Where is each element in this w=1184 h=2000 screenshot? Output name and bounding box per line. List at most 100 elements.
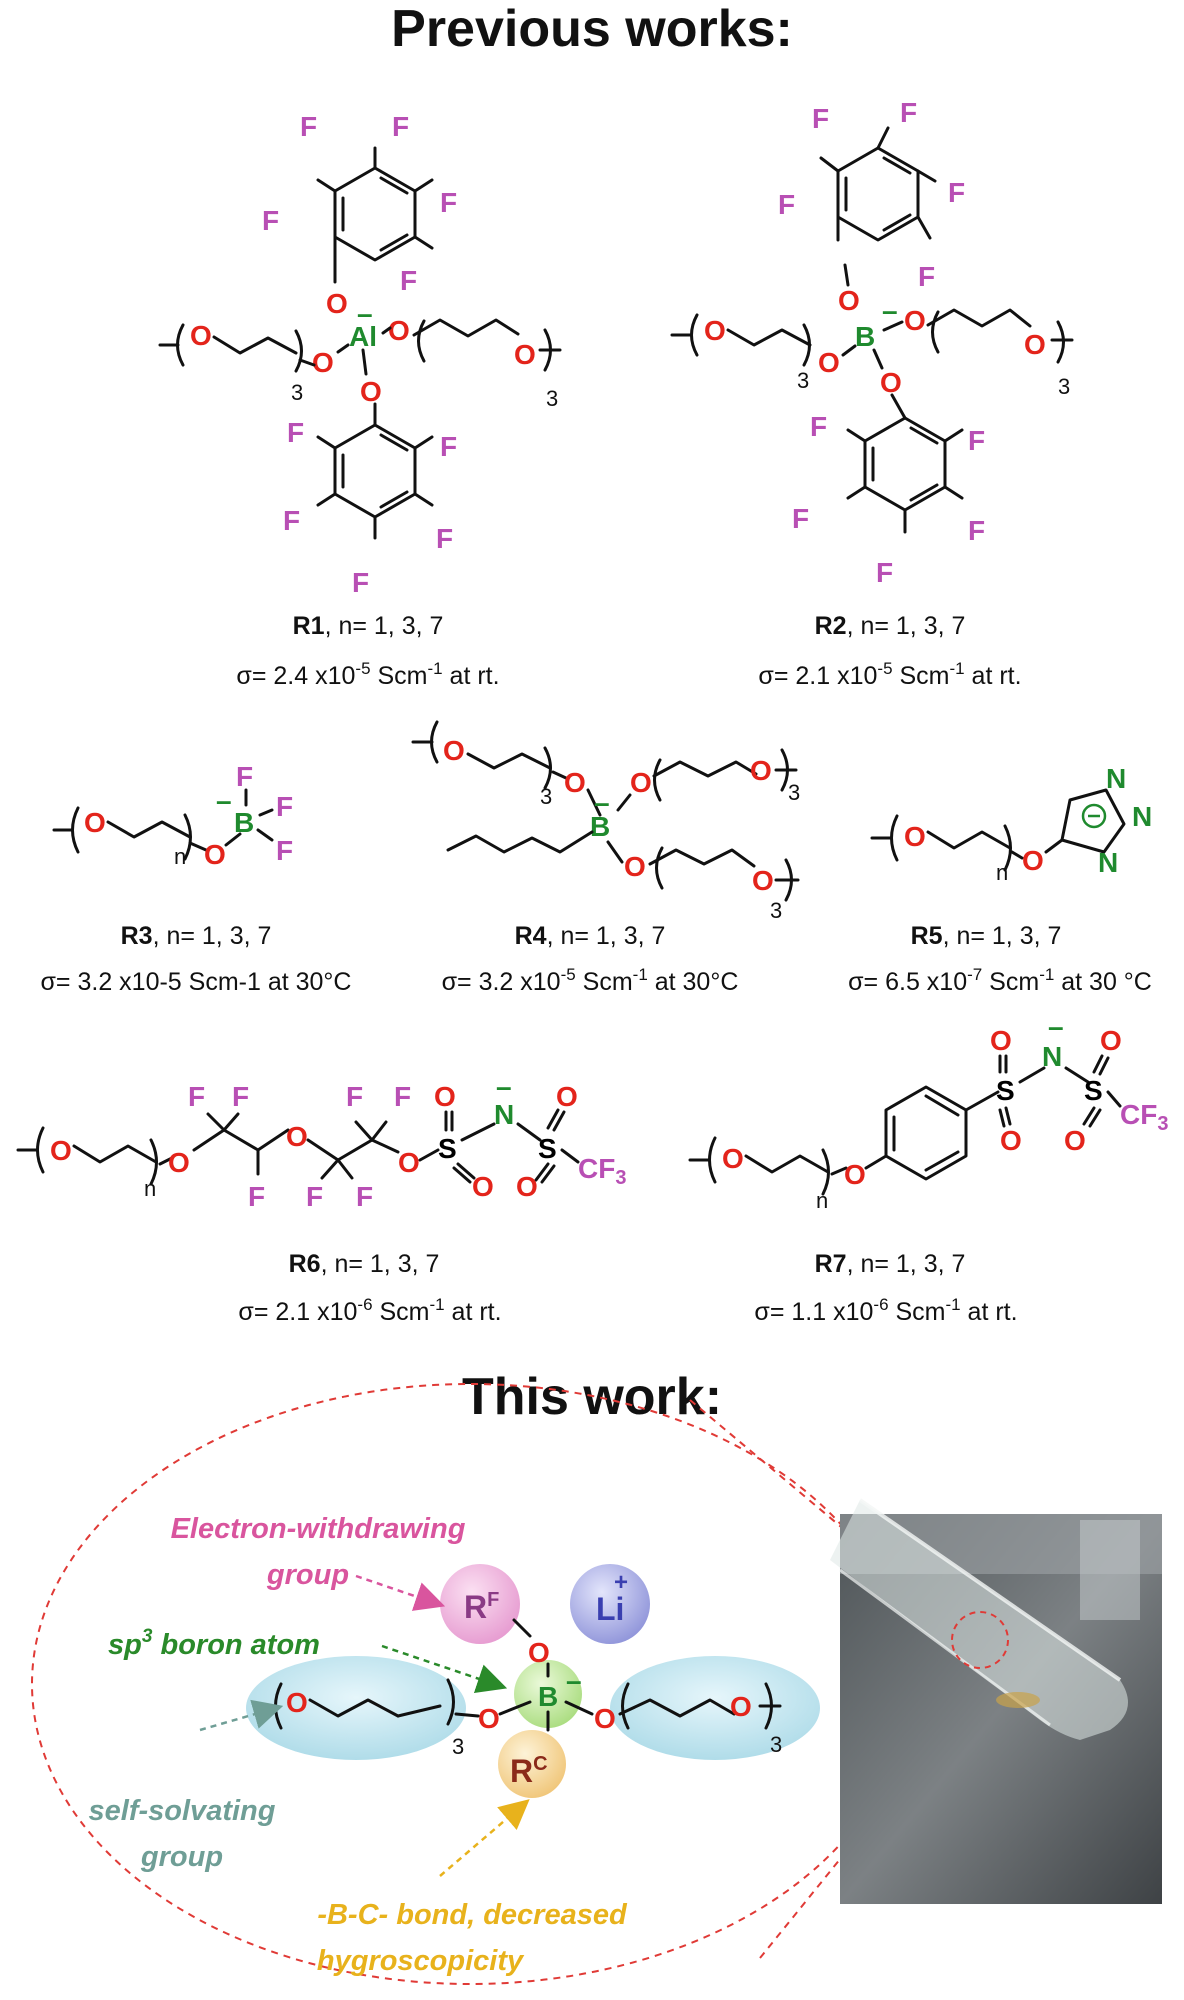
ewg-ball bbox=[440, 1564, 520, 1644]
charge-minus: – bbox=[594, 787, 610, 818]
carbon-ball bbox=[498, 1730, 566, 1798]
subscript-3: 3 bbox=[770, 898, 782, 923]
atom-n: N bbox=[1042, 1041, 1062, 1072]
atom-f: F bbox=[400, 265, 417, 296]
atom-f: F bbox=[968, 425, 985, 456]
atom-f: F bbox=[900, 97, 917, 128]
charge-minus: – bbox=[496, 1071, 512, 1102]
conductivity-r6: σ= 2.1 x10-6 Scm-1 at rt. bbox=[238, 1295, 501, 1326]
annotation-solvating-line2: group bbox=[140, 1841, 223, 1873]
atom-o: O bbox=[360, 376, 382, 407]
atom-o: O bbox=[880, 367, 902, 398]
charge-minus: – bbox=[566, 1665, 582, 1696]
atom-o: O bbox=[722, 1143, 744, 1174]
subscript-3: 3 bbox=[546, 386, 558, 411]
subscript-3: 3 bbox=[1058, 374, 1070, 399]
atom-o: O bbox=[388, 315, 410, 346]
atom-n: N bbox=[1098, 847, 1118, 878]
atom-o: O bbox=[204, 839, 226, 870]
structure-r5: O n O N N N bbox=[870, 763, 1152, 885]
caption-r2: R2, n= 1, 3, 7 bbox=[815, 612, 966, 640]
cf3-group: CF3 bbox=[1120, 1099, 1168, 1135]
atom-o: O bbox=[630, 767, 652, 798]
atom-s: S bbox=[1084, 1075, 1103, 1106]
atom-o: O bbox=[190, 320, 212, 351]
atom-b: B bbox=[538, 1681, 558, 1712]
atom-f: F bbox=[440, 431, 457, 462]
atom-f: F bbox=[876, 557, 893, 588]
atom-o: O bbox=[594, 1703, 616, 1734]
atom-f: F bbox=[276, 835, 293, 866]
atom-o: O bbox=[50, 1135, 72, 1166]
atom-o: O bbox=[844, 1159, 866, 1190]
conductivity-r3: σ= 3.2 x10-5 Scm-1 at 30°C bbox=[41, 968, 352, 996]
atom-o: O bbox=[84, 807, 106, 838]
atom-o: O bbox=[528, 1637, 550, 1668]
atom-o: O bbox=[1064, 1125, 1086, 1156]
subscript-n: n bbox=[144, 1176, 156, 1201]
atom-f: F bbox=[188, 1081, 205, 1112]
structure-r1: F F F F F O Al – O O O O 3 O 3 bbox=[158, 111, 562, 598]
conductivity-r7: σ= 1.1 x10-6 Scm-1 at rt. bbox=[754, 1295, 1017, 1326]
atom-f: F bbox=[440, 187, 457, 218]
subscript-3: 3 bbox=[770, 1732, 782, 1757]
atom-b: B bbox=[234, 807, 254, 838]
heading-this-work: This work: bbox=[462, 1368, 722, 1426]
zoom-circle bbox=[951, 1611, 1009, 1669]
caption-r6: R6, n= 1, 3, 7 bbox=[289, 1250, 440, 1278]
atom-n: N bbox=[1132, 801, 1152, 832]
atom-f: F bbox=[346, 1081, 363, 1112]
atom-b: B bbox=[590, 811, 610, 842]
cf3-group: CF3 bbox=[578, 1153, 626, 1189]
charge-minus: – bbox=[1048, 1011, 1064, 1042]
atom-o: O bbox=[904, 305, 926, 336]
caption-r1: R1, n= 1, 3, 7 bbox=[293, 612, 444, 640]
atom-f: F bbox=[392, 111, 409, 142]
caption-r7: R7, n= 1, 3, 7 bbox=[815, 1250, 966, 1278]
atom-o: O bbox=[556, 1081, 578, 1112]
atom-f: F bbox=[283, 505, 300, 536]
caption-r4: R4, n= 1, 3, 7 bbox=[515, 922, 666, 950]
atom-n: N bbox=[1106, 763, 1126, 794]
atom-o: O bbox=[990, 1025, 1012, 1056]
atom-f: F bbox=[810, 411, 827, 442]
subscript-3: 3 bbox=[291, 380, 303, 405]
solvating-ellipse-right bbox=[610, 1656, 820, 1760]
structure-r2: F F F F F O B – O O O O 3 O 3 F F bbox=[670, 97, 1074, 588]
subscript-3: 3 bbox=[797, 368, 809, 393]
atom-f: F bbox=[300, 111, 317, 142]
charge-minus: – bbox=[216, 785, 232, 816]
structure-r7: O n O S O O N – S O O CF3 bbox=[688, 1011, 1168, 1213]
conductivity-r2: σ= 2.1 x10-5 Scm-1 at rt. bbox=[758, 659, 1021, 690]
atom-f: F bbox=[436, 523, 453, 554]
subscript-n: n bbox=[816, 1188, 828, 1213]
atom-f: F bbox=[287, 417, 304, 448]
atom-f: F bbox=[968, 515, 985, 546]
atom-o: O bbox=[1100, 1025, 1122, 1056]
atom-o: O bbox=[398, 1147, 420, 1178]
atom-f: F bbox=[394, 1081, 411, 1112]
zoom-line-top bbox=[689, 1399, 941, 1611]
rc-label: RC bbox=[510, 1753, 548, 1789]
atom-f: F bbox=[306, 1181, 323, 1212]
atom-s: S bbox=[438, 1133, 457, 1164]
atom-n: N bbox=[494, 1099, 514, 1130]
caption-r3: R3, n= 1, 3, 7 bbox=[121, 922, 272, 950]
structure-r6: O n O F F F O F F F F O S O O N – S O O bbox=[16, 1071, 626, 1212]
charge-minus: – bbox=[357, 298, 373, 329]
this-work-diagram: RF O Li + B – RC O O O 3 O 3 Electron-wi… bbox=[31, 1383, 1162, 1985]
atom-f: F bbox=[356, 1181, 373, 1212]
atom-f: F bbox=[248, 1181, 265, 1212]
rf-label: RF bbox=[464, 1589, 499, 1625]
annotation-bc-line1: -B-C- bond, decreased bbox=[317, 1899, 628, 1931]
atom-o: O bbox=[752, 865, 774, 896]
atom-o: O bbox=[1024, 329, 1046, 360]
atom-f: F bbox=[262, 205, 279, 236]
conductivity-r5: σ= 6.5 x10-7 Scm-1 at 30 °C bbox=[848, 965, 1152, 996]
heading-previous-works: Previous works: bbox=[391, 0, 793, 58]
annotation-solvating-line1: self-solvating bbox=[89, 1795, 276, 1827]
annotation-sp3: sp3 boron atom bbox=[108, 1626, 320, 1661]
atom-o: O bbox=[326, 288, 348, 319]
caption-r5: R5, n= 1, 3, 7 bbox=[911, 922, 1062, 950]
